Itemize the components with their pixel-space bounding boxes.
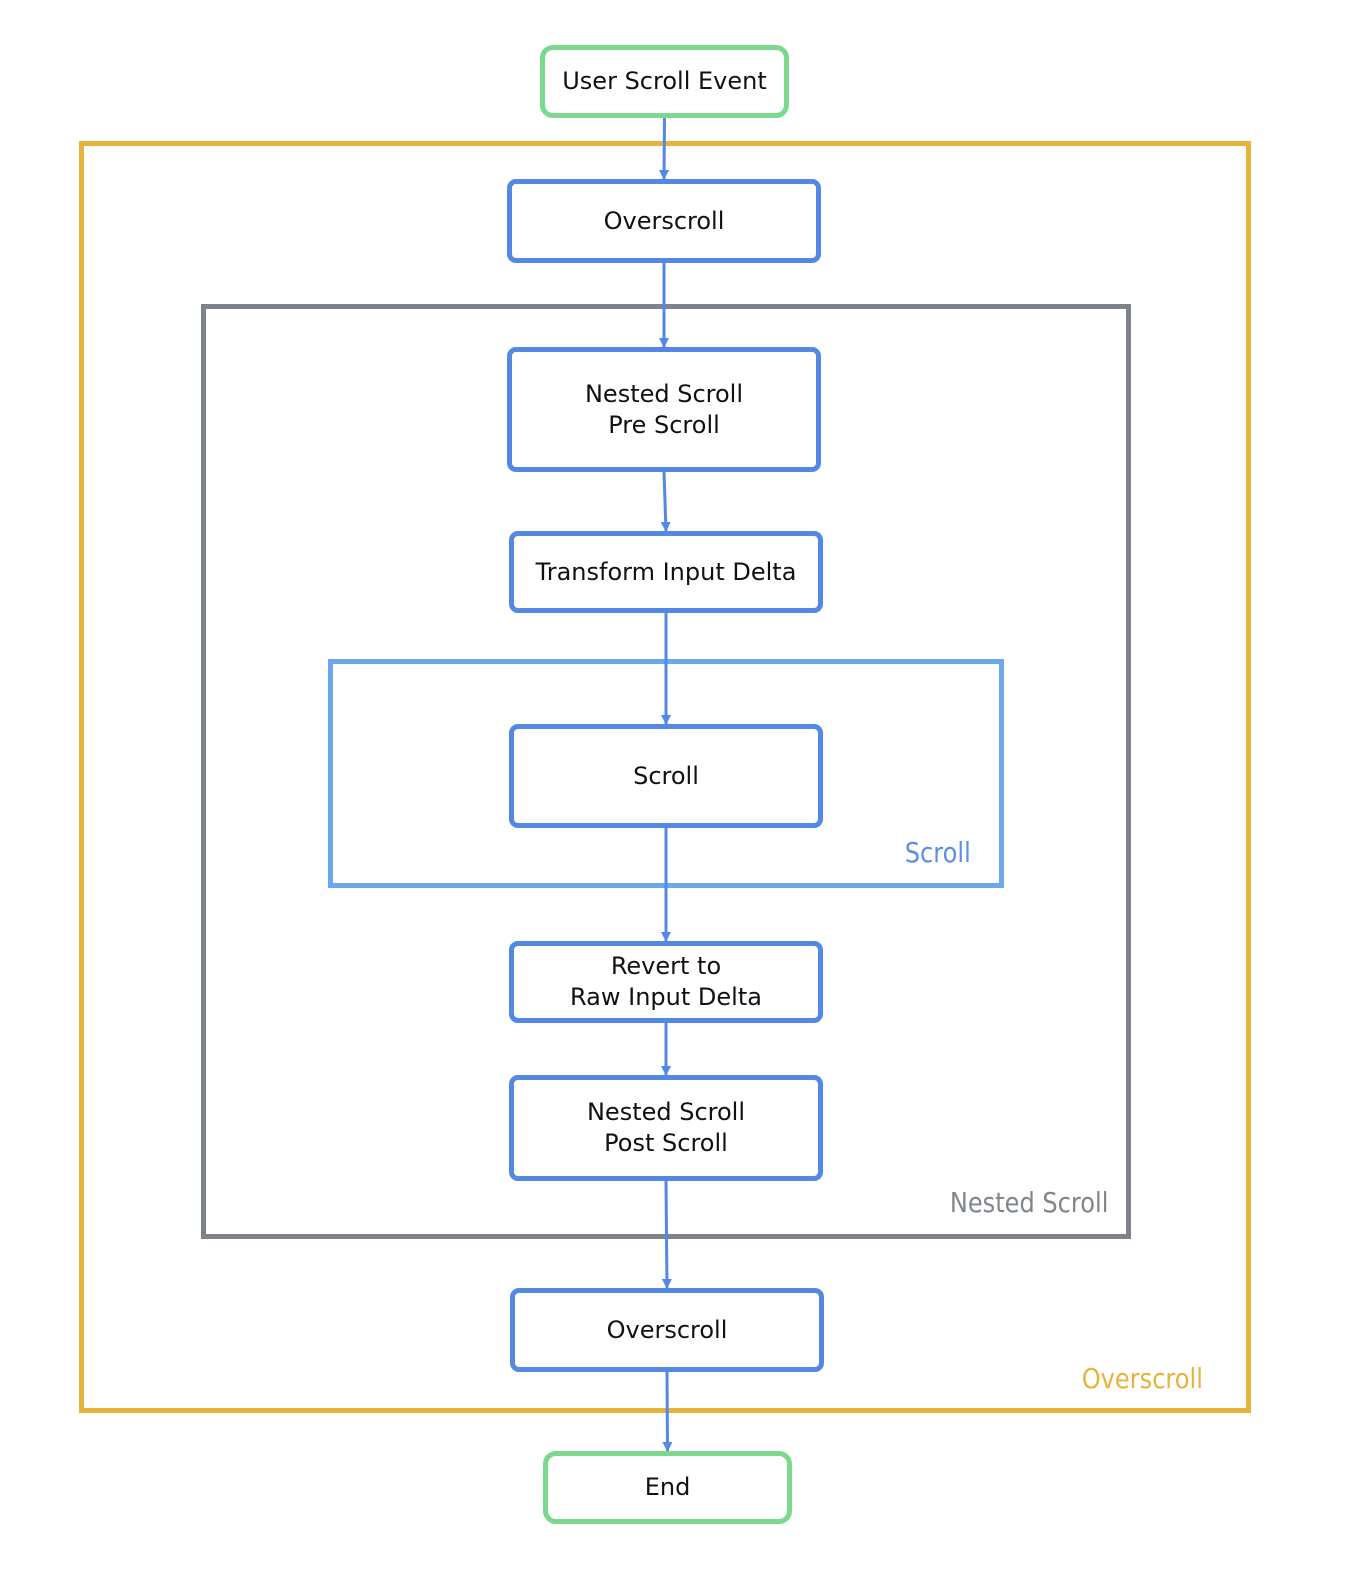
transform-input-delta-node: Transform Input Delta [509,531,823,613]
scroll-node: Scroll [509,724,823,828]
nested-post-scroll-node: Nested Scroll Post Scroll [509,1075,823,1181]
start-node: User Scroll Event [540,45,789,118]
overscroll-container-label: Overscroll [1081,1362,1203,1395]
nested-pre-scroll-node: Nested Scroll Pre Scroll [507,347,821,472]
overscroll-post-node: Overscroll [510,1288,824,1372]
scroll-container-label: Scroll [904,836,971,869]
overscroll-pre-node: Overscroll [507,179,821,263]
end-node: End [543,1451,792,1524]
nested-scroll-container-label: Nested Scroll [949,1186,1108,1219]
revert-raw-input-delta-node: Revert to Raw Input Delta [509,941,823,1023]
